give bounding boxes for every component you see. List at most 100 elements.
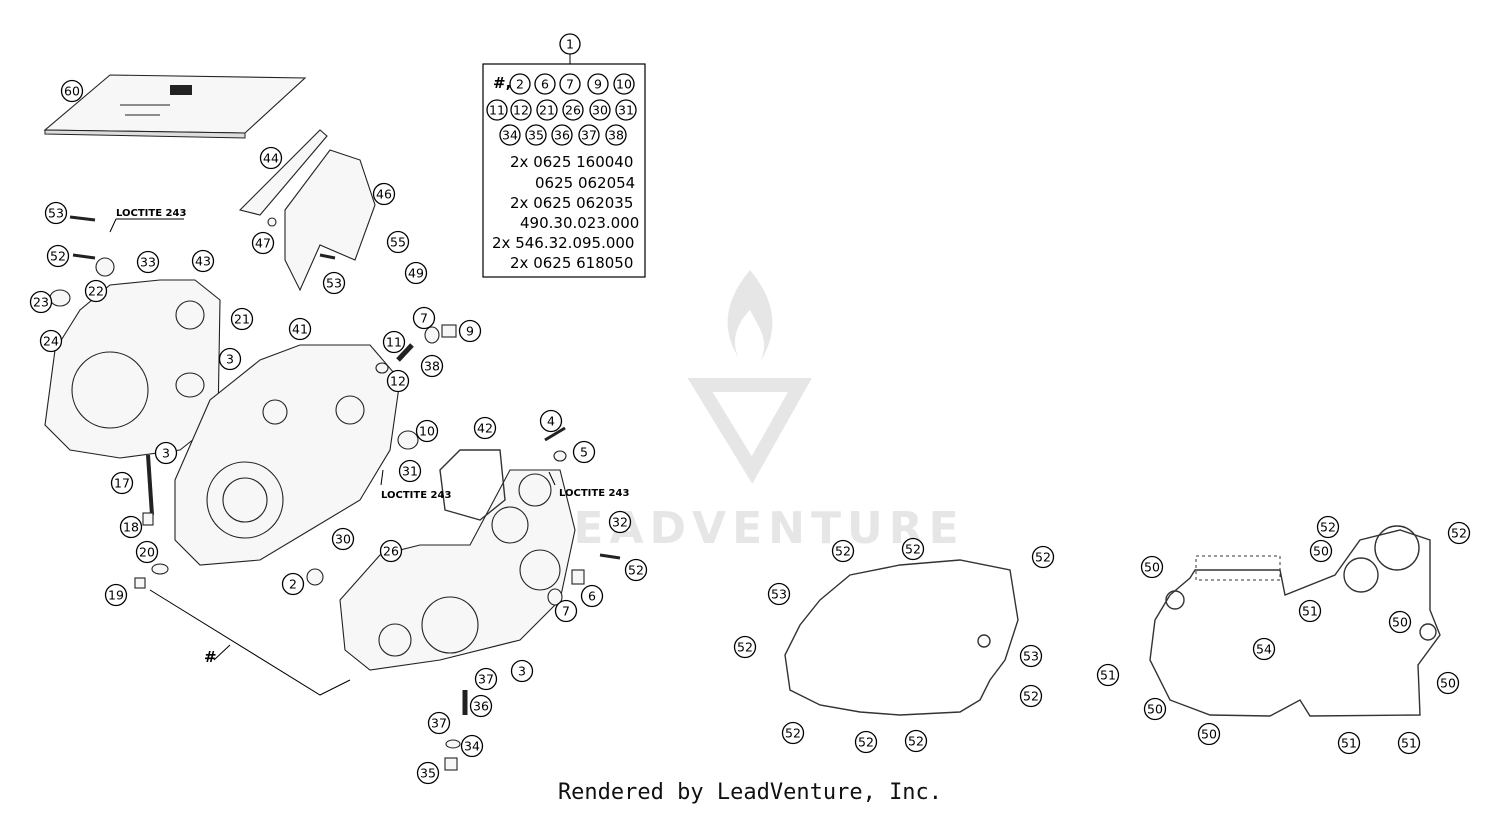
callout-table-header-label: 1 [566, 37, 574, 52]
callout-52: 52 [854, 730, 878, 754]
callout-3: 3 [154, 441, 178, 465]
callout-6-label: 6 [588, 589, 596, 604]
callout-34-label: 34 [464, 739, 480, 754]
callout-52-label: 52 [737, 640, 753, 655]
callout-3: 3 [510, 659, 534, 683]
gasket-side-hole [1419, 623, 1437, 641]
callout-54-label: 54 [1256, 642, 1272, 657]
callout-55: 55 [386, 230, 410, 254]
table-part-number: 490.30.023.000 [520, 214, 639, 232]
loctite-label-1: LOCTITE 243 [116, 208, 186, 219]
callout-36-label: 36 [473, 699, 489, 714]
callout-43: 43 [191, 249, 215, 273]
callout-42-label: 42 [477, 421, 493, 436]
hash-marker: # [204, 648, 217, 666]
callout-50-label: 50 [1440, 676, 1456, 691]
table-callout: 30 [589, 99, 611, 121]
table-callout: 34 [499, 124, 521, 146]
callout-12-label: 12 [390, 374, 406, 389]
callout-20: 20 [135, 540, 159, 564]
table-part-number: 2x 0625 062035 [510, 194, 633, 212]
gasket-large-hole [1374, 525, 1420, 571]
callout-52-label: 52 [905, 542, 921, 557]
callout-11: 11 [382, 330, 406, 354]
callout-11-label: 11 [386, 335, 402, 350]
table-callout-label: 9 [594, 77, 602, 92]
watermark-text: LEADVENTURE [539, 503, 964, 554]
callout-9-label: 9 [466, 324, 474, 339]
watermark: LEADVENTURE [539, 270, 964, 554]
callout-10-label: 10 [419, 424, 435, 439]
callout-2: 2 [281, 572, 305, 596]
callout-55-label: 55 [390, 235, 406, 250]
callout-41: 41 [288, 317, 312, 341]
callout-7-label: 7 [420, 311, 428, 326]
table-callout: 11 [486, 99, 508, 121]
callout-60-label: 60 [64, 84, 80, 99]
hash-bracket [149, 589, 351, 696]
table-callout-label: 36 [554, 128, 570, 143]
callout-26-label: 26 [383, 544, 399, 559]
table-callout-label: 2 [516, 77, 524, 92]
table-callout-label: 34 [502, 128, 518, 143]
table-callout-label: 31 [618, 103, 634, 118]
callout-53-label: 53 [771, 587, 787, 602]
table-callout: 21 [536, 99, 558, 121]
callout-32-label: 32 [612, 515, 628, 530]
loctite-label-2: LOCTITE 243 [381, 490, 451, 501]
callout-3-label: 3 [162, 446, 170, 461]
loctite-label-3: LOCTITE 243 [559, 488, 629, 499]
table-hash-label: #, [493, 74, 511, 92]
gasket-corner-hole [1165, 590, 1185, 610]
callout-41-label: 41 [292, 322, 308, 337]
callout-51: 51 [1337, 731, 1361, 755]
callout-35: 35 [416, 761, 440, 785]
callout-24-label: 24 [43, 334, 59, 349]
table-callout: 31 [615, 99, 637, 121]
callout-20-label: 20 [139, 545, 155, 560]
callout-53: 53 [767, 582, 791, 606]
callout-12: 12 [386, 369, 410, 393]
callout-44: 44 [259, 146, 283, 170]
callout-37-label: 37 [478, 672, 494, 687]
cover-round [71, 351, 149, 429]
callout-22-label: 22 [88, 284, 104, 299]
callout-50: 50 [1140, 555, 1164, 579]
callout-33-label: 33 [140, 255, 156, 270]
table-callout: 35 [525, 124, 547, 146]
callout-7: 7 [412, 306, 436, 330]
gasket-hole [977, 634, 991, 648]
callout-52-label: 52 [785, 726, 801, 741]
callout-50: 50 [1309, 539, 1333, 563]
callout-52: 52 [904, 729, 928, 753]
table-callout: 2 [509, 73, 531, 95]
callout-46-label: 46 [376, 187, 392, 202]
callout-18: 18 [119, 515, 143, 539]
callout-49-label: 49 [408, 266, 424, 281]
crankcase-right [339, 469, 576, 671]
callout-50: 50 [1197, 722, 1221, 746]
callout-53: 53 [322, 271, 346, 295]
table-callout: 26 [562, 99, 584, 121]
callout-23: 23 [29, 290, 53, 314]
callout-52: 52 [46, 244, 70, 268]
table-callout: 37 [578, 124, 600, 146]
callout-30: 30 [331, 527, 355, 551]
callout-17: 17 [110, 471, 134, 495]
callout-49: 49 [404, 261, 428, 285]
loctite-labels: LOCTITE 243 LOCTITE 243 LOCTITE 243 [109, 208, 629, 501]
callout-52: 52 [901, 537, 925, 561]
table-callout-label: 35 [528, 128, 544, 143]
callout-52-label: 52 [50, 249, 66, 264]
callout-52-label: 52 [835, 544, 851, 559]
callout-26: 26 [379, 539, 403, 563]
callout-42: 42 [473, 416, 497, 440]
callout-3-label: 3 [518, 664, 526, 679]
callout-50-label: 50 [1392, 615, 1408, 630]
callout-52: 52 [733, 635, 757, 659]
callout-7-label: 7 [562, 604, 570, 619]
callout-51-label: 51 [1401, 736, 1417, 751]
